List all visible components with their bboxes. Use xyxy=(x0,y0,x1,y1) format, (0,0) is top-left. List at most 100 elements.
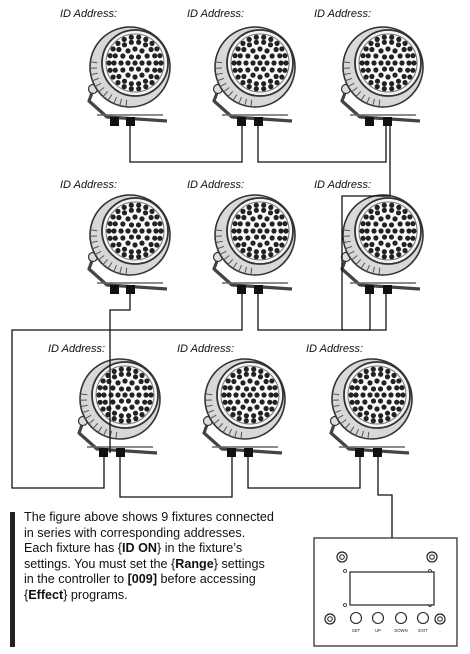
fixture-led xyxy=(261,392,267,398)
fixture-fin xyxy=(113,96,118,104)
fixture-led xyxy=(360,392,366,398)
fixture-led xyxy=(257,242,263,248)
dmx-connector xyxy=(355,448,364,457)
fixture-led xyxy=(268,252,274,258)
fixture-led xyxy=(233,392,239,398)
fixture-led xyxy=(110,242,116,248)
fixture-led xyxy=(374,42,381,48)
fixture-fin xyxy=(227,91,234,97)
fixture-led xyxy=(126,418,132,424)
fixture-led xyxy=(106,228,112,234)
fixture-led xyxy=(384,374,391,380)
fixture-led xyxy=(273,392,279,398)
fixture-led xyxy=(222,399,228,405)
fixture-led xyxy=(110,385,116,391)
fixture-fin xyxy=(205,404,213,408)
fixture-led xyxy=(108,392,114,398)
fixture-led xyxy=(282,53,288,59)
fixture-led xyxy=(241,73,247,80)
fixture-fin xyxy=(347,250,355,255)
fixture-led xyxy=(152,235,158,241)
fixture-led xyxy=(240,404,246,410)
fixture-led xyxy=(230,412,236,418)
fixture-led xyxy=(115,208,121,214)
fixture-led xyxy=(396,378,402,384)
fixture-led xyxy=(246,204,252,210)
fixture-led xyxy=(261,207,267,213)
fixture-led xyxy=(116,214,122,221)
fixture-led xyxy=(231,378,237,385)
fixture-led xyxy=(118,413,124,419)
fixture-led xyxy=(264,216,270,222)
screw-bottom-right xyxy=(434,613,446,625)
connectors-layer xyxy=(99,117,392,457)
fixture-led xyxy=(374,84,380,90)
fixture-led xyxy=(267,78,274,84)
dmx-cable xyxy=(129,122,243,163)
fixture-led xyxy=(261,249,267,255)
fixture-led xyxy=(126,413,132,419)
fixture-led xyxy=(254,380,260,386)
fixture-led xyxy=(147,385,153,391)
fixture-led xyxy=(245,53,251,59)
fixture-led xyxy=(365,53,371,59)
fixture-led xyxy=(236,60,242,66)
fixture-led xyxy=(142,246,149,252)
fixture-led xyxy=(246,42,253,48)
fixture-led xyxy=(385,214,391,220)
controller-up-button[interactable] xyxy=(371,611,385,625)
note-accent-bar xyxy=(10,512,15,647)
fixture-led xyxy=(374,406,380,412)
controller-set-button[interactable] xyxy=(349,611,363,625)
dmx-connector xyxy=(383,285,392,294)
fixture-led xyxy=(392,72,398,78)
fixture-led xyxy=(154,74,160,80)
fixture-led xyxy=(277,53,283,59)
fixture-led xyxy=(251,366,257,372)
fixture-led xyxy=(106,378,112,385)
controller-down-button[interactable] xyxy=(394,611,408,625)
fixture-led xyxy=(282,67,288,73)
fixture-led xyxy=(371,228,377,234)
fixture-led xyxy=(142,210,149,216)
fixture-led xyxy=(246,210,253,216)
fixture-led xyxy=(132,46,138,52)
fixture-led xyxy=(136,39,142,45)
fixture-led xyxy=(264,60,270,66)
fixture-led xyxy=(142,78,149,84)
fixture-led xyxy=(132,74,138,80)
fixture-fin xyxy=(94,250,102,255)
fixture-fin xyxy=(84,414,92,419)
fixture-fin xyxy=(90,72,98,76)
fixture-led xyxy=(363,74,369,80)
fixture-led xyxy=(118,228,124,234)
note-effect: Effect xyxy=(28,587,64,602)
fixture-led xyxy=(385,74,391,80)
dmx-connector xyxy=(365,117,374,126)
fixture-led xyxy=(121,84,127,90)
fixture-fin xyxy=(92,245,100,250)
fixture-fin xyxy=(232,262,238,269)
fixture-fin xyxy=(98,87,105,93)
fixture-led xyxy=(269,378,275,384)
fixture-led xyxy=(360,67,366,73)
fixture-fin xyxy=(219,250,227,255)
fixture-6 xyxy=(340,194,424,291)
fixture-led xyxy=(129,392,135,398)
fixture-led xyxy=(389,249,395,255)
fixture-led xyxy=(260,222,267,228)
fixture-fin xyxy=(115,431,118,439)
fixture-led xyxy=(241,46,247,53)
fixture-led xyxy=(133,368,139,374)
fixture-led xyxy=(231,60,237,66)
fixture-led xyxy=(267,385,273,391)
dmx-connector xyxy=(254,117,263,126)
fixture-led xyxy=(153,60,159,66)
fixture-led xyxy=(128,81,134,87)
fixture-led xyxy=(374,36,380,42)
controller-set-label: SET xyxy=(352,628,361,633)
fixture-led xyxy=(157,235,163,241)
fixture-led xyxy=(222,385,228,391)
controller-exit-button[interactable] xyxy=(416,611,430,625)
fixture-led xyxy=(253,254,259,260)
